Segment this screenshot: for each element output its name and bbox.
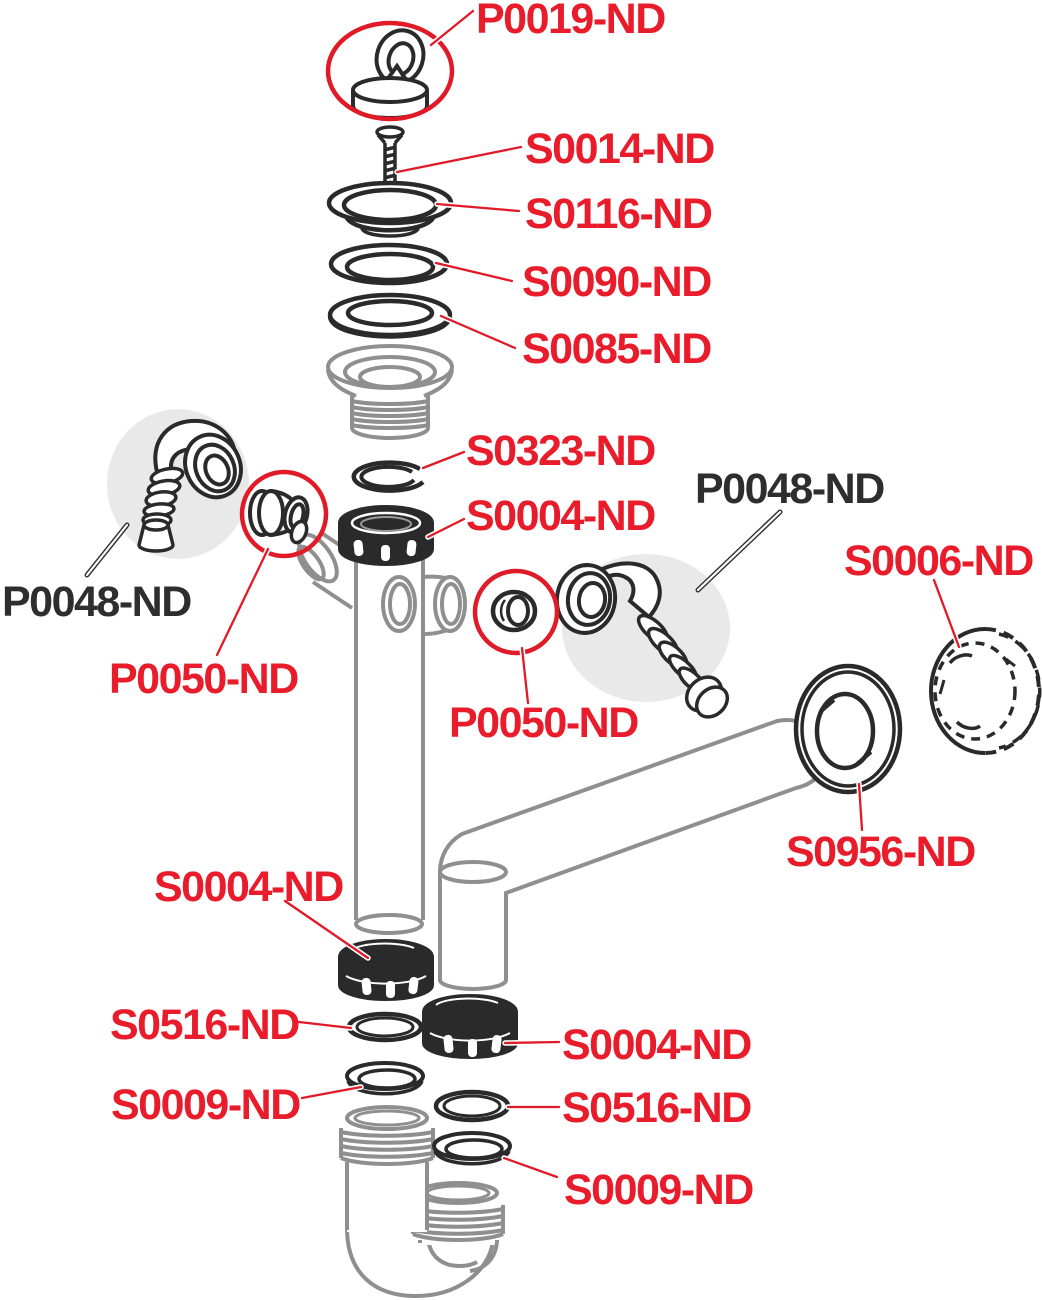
part-label-s0323: S0323-ND xyxy=(466,427,655,475)
part-label-s0004-top: S0004-ND xyxy=(466,492,655,540)
gasket-s0090-drawing xyxy=(328,242,450,286)
hose-inlet-washer-drawing xyxy=(381,575,417,633)
gasket-s0009-left-drawing xyxy=(345,1061,425,1096)
part-label-s0956: S0956-ND xyxy=(786,828,975,876)
leader-lines-red xyxy=(214,8,962,1180)
part-label-p0050-left: P0050-ND xyxy=(109,655,298,703)
hose-elbow-connector-left xyxy=(137,418,243,553)
part-label-s0014: S0014-ND xyxy=(525,125,714,173)
inset-bubble-right xyxy=(554,554,730,719)
callout-circle-p0019 xyxy=(325,20,455,122)
callout-circles xyxy=(239,20,560,656)
flange-s0956-drawing xyxy=(793,663,903,795)
drain-body-drawing xyxy=(326,344,454,440)
part-label-s0085: S0085-ND xyxy=(522,325,711,373)
oring-s0323-drawing xyxy=(351,460,425,493)
plug-drawing xyxy=(351,28,429,120)
part-label-p0019: P0019-ND xyxy=(476,0,665,43)
seal-ring-p0050-drawing xyxy=(490,589,538,633)
seal-s0516-right-drawing xyxy=(433,1089,511,1123)
part-label-s0090: S0090-ND xyxy=(522,258,711,306)
part-label-p0050-right: P0050-ND xyxy=(449,699,638,747)
part-label-s0116: S0116-ND xyxy=(525,190,712,238)
callout-circle-p0050-right xyxy=(472,568,560,656)
wall-outlet-pipe-drawing xyxy=(438,718,829,991)
inset-bubble-left xyxy=(107,409,249,559)
seal-s0516-left-drawing xyxy=(346,1011,424,1043)
gasket-s0009-right-drawing xyxy=(432,1131,512,1166)
part-labels: P0019-ND S0014-ND S0116-ND S0090-ND S008… xyxy=(2,0,1035,1214)
part-label-s0516-left: S0516-ND xyxy=(110,1001,299,1049)
part-label-s0004-mid: S0004-ND xyxy=(154,863,343,911)
blank-plug-p0050-drawing xyxy=(248,489,310,545)
leader-lines-gray xyxy=(84,509,783,593)
part-label-s0004-right: S0004-ND xyxy=(562,1021,751,1069)
nut-s0004-top-drawing xyxy=(338,505,434,566)
hose-elbow-connector-right xyxy=(554,561,730,719)
siphon-tube-drawing xyxy=(296,532,467,935)
part-label-p0048-right: P0048-ND xyxy=(695,465,884,513)
strainer-drawing xyxy=(326,180,454,238)
part-label-s0516-right: S0516-ND xyxy=(562,1084,751,1132)
gasket-s0085-drawing xyxy=(327,292,453,339)
nut-s0004-right-drawing xyxy=(422,994,518,1059)
part-label-s0009-left: S0009-ND xyxy=(111,1081,300,1129)
part-label-p0048-left: P0048-ND xyxy=(2,578,191,626)
part-label-s0006: S0006-ND xyxy=(844,537,1033,585)
nut-s0004-mid-drawing xyxy=(338,939,434,1001)
rosette-s0006-drawing xyxy=(929,627,1042,755)
part-label-s0009-right: S0009-ND xyxy=(564,1166,753,1214)
callout-circle-p0050-left xyxy=(239,469,329,559)
trap-ubend-drawing xyxy=(339,1105,505,1299)
